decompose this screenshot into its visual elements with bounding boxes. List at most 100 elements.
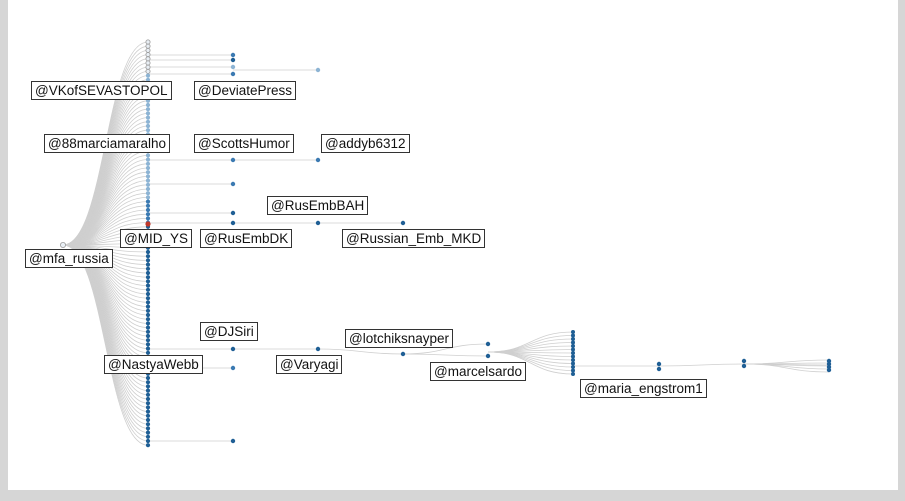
node-l1 xyxy=(145,174,151,179)
label-deviatepress[interactable]: @DeviatePress xyxy=(194,81,296,100)
node-l2 xyxy=(230,181,236,187)
node-l1 xyxy=(145,43,151,49)
edge-root xyxy=(62,244,149,442)
node-l1 xyxy=(145,266,151,271)
edge-l6 xyxy=(487,349,574,353)
node-l2 xyxy=(230,57,236,63)
node-l6 xyxy=(571,372,575,376)
node-l2 xyxy=(230,365,236,371)
label-nastyawebb[interactable]: @NastyaWebb xyxy=(104,355,203,374)
node-l1 xyxy=(145,170,151,175)
label-marcelsardo[interactable]: @marcelsardo xyxy=(430,362,526,381)
label-scottshumor[interactable]: @ScottsHumor xyxy=(194,134,294,153)
label-mfa-russia[interactable]: @mfa_russia xyxy=(25,249,113,268)
node-l3 xyxy=(315,67,321,73)
node-l1 xyxy=(145,262,151,267)
node-l1 xyxy=(145,401,151,406)
label-addyb6312[interactable]: @addyb6312 xyxy=(321,134,410,153)
node-l1 xyxy=(145,254,151,259)
node-l1 xyxy=(145,430,151,435)
node-l1 xyxy=(145,119,151,124)
edge-l4 xyxy=(317,348,404,355)
label-88marciamaralho[interactable]: @88marciamaralho xyxy=(44,134,170,153)
node-l1 xyxy=(145,115,151,120)
node-l7 xyxy=(656,361,662,367)
node-mid-ys xyxy=(145,221,151,227)
edge-root xyxy=(62,163,149,246)
node-l2 xyxy=(230,157,236,163)
node-l1 xyxy=(145,178,151,183)
node-l1 xyxy=(145,392,151,397)
node-l1 xyxy=(145,212,151,217)
label-rusembbah[interactable]: @RusEmbBAH xyxy=(267,196,369,215)
node-l1 xyxy=(145,325,151,330)
label-vkofsevastopol[interactable]: @VKofSEVASTOPOL xyxy=(31,81,172,100)
node-l1 xyxy=(145,375,151,381)
node-l1 xyxy=(145,312,151,318)
node-l1 xyxy=(145,270,151,276)
node-l1 xyxy=(145,346,151,351)
node-l1 xyxy=(145,258,151,263)
node-l1 xyxy=(145,161,151,166)
node-l1 xyxy=(145,199,151,204)
edge-l6 xyxy=(487,338,574,353)
node-l6 xyxy=(571,333,575,338)
node-l6 xyxy=(571,337,575,341)
node-l3 xyxy=(315,157,321,163)
node-l6 xyxy=(571,368,575,373)
edge-l7 xyxy=(658,363,745,367)
node-l1 xyxy=(145,333,151,339)
node-l1 xyxy=(145,296,151,301)
edge-root xyxy=(62,92,149,246)
node-l6 xyxy=(571,361,575,366)
node-l1 xyxy=(145,291,151,297)
label-maria-engstrom1[interactable]: @maria_engstrom1 xyxy=(580,379,707,398)
node-l1 xyxy=(145,443,151,448)
label-rusembdk[interactable]: @RusEmbDK xyxy=(200,229,293,248)
label-lotchiksnayper[interactable]: @lotchiksnayper xyxy=(345,329,453,348)
node-l1 xyxy=(145,279,151,284)
node-l1 xyxy=(145,275,151,280)
edge-root xyxy=(62,244,149,404)
node-l6 xyxy=(571,340,575,345)
node-l1 xyxy=(145,102,151,108)
node-l1 xyxy=(145,186,151,192)
node-l1 xyxy=(145,77,151,82)
node-l1 xyxy=(145,111,151,116)
node-l2 xyxy=(230,220,236,226)
node-l7 xyxy=(741,363,747,369)
node-l2 xyxy=(230,210,236,216)
node-l1 xyxy=(145,329,151,334)
node-l2 xyxy=(230,52,236,58)
node-l1 xyxy=(145,107,151,112)
node-l7 xyxy=(656,366,662,372)
node-l1 xyxy=(145,300,151,305)
node-l1 xyxy=(145,438,151,444)
node-l1 xyxy=(145,182,151,187)
node-l1 xyxy=(145,203,151,208)
node-l1 xyxy=(145,384,151,389)
label-mid-ys[interactable]: @MID_YS xyxy=(120,229,192,248)
node-l1 xyxy=(145,426,151,431)
label-varyagi[interactable]: @Varyagi xyxy=(276,355,343,374)
node-l1 xyxy=(145,128,151,133)
node-l1 xyxy=(145,283,151,288)
node-l8 xyxy=(826,367,832,373)
label-russian-emb-mkd[interactable]: @Russian_Emb_MKD xyxy=(342,229,486,248)
node-l1 xyxy=(145,405,151,410)
node-l1 xyxy=(145,434,151,439)
label-djsiri[interactable]: @DJSiri xyxy=(200,322,258,341)
edge-root xyxy=(62,244,149,417)
edge-l6 xyxy=(487,351,574,375)
node-l1 xyxy=(145,165,151,171)
node-l5 xyxy=(485,353,491,359)
node-l1 xyxy=(145,380,151,385)
node-l1 xyxy=(145,422,151,427)
edge-l5 xyxy=(402,353,489,357)
node-l1 xyxy=(145,417,151,423)
node-l1 xyxy=(145,39,151,45)
node-l1 xyxy=(145,64,151,70)
edge-l8 xyxy=(743,363,830,373)
